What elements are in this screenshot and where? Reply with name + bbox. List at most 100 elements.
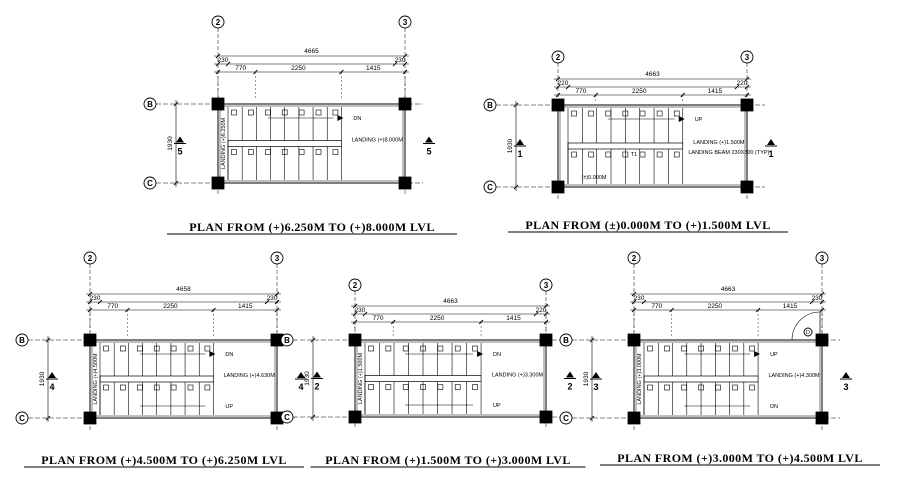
sub-dimension-left: 230 bbox=[355, 307, 366, 314]
baluster-upper bbox=[437, 345, 444, 352]
column bbox=[740, 180, 754, 194]
stair-enclosure bbox=[217, 103, 406, 184]
grid-label-left: B bbox=[147, 100, 153, 109]
baluster-lower bbox=[187, 384, 194, 391]
baluster-upper bbox=[622, 110, 629, 117]
height-dimension: 1930 bbox=[507, 138, 514, 153]
section-number: 5 bbox=[177, 147, 182, 157]
baluster-upper bbox=[639, 110, 646, 117]
column bbox=[211, 97, 225, 111]
dimension-tick bbox=[819, 291, 825, 297]
stair-enclosure-inner bbox=[635, 341, 821, 417]
direction-label-2: UP bbox=[493, 403, 501, 409]
section-arrow bbox=[425, 136, 433, 143]
overall-dimension: 4663 bbox=[645, 71, 660, 78]
dimension-tick bbox=[513, 184, 519, 190]
overall-dimension: 4663 bbox=[721, 286, 736, 293]
section-number: 5 bbox=[426, 147, 431, 157]
mid-landing-wall bbox=[567, 142, 684, 150]
span-dimension-3: 1415 bbox=[506, 315, 521, 322]
span-dimension-1: 770 bbox=[235, 65, 246, 72]
baluster-lower bbox=[281, 149, 288, 155]
landing-label-right: LANDING (+)8.000M bbox=[352, 138, 404, 144]
dimension-tick bbox=[310, 414, 316, 420]
landing-label-right: LANDING (+)1.500M bbox=[693, 140, 745, 146]
sub-dimension-left: 230 bbox=[634, 295, 645, 302]
grid-label-left: C bbox=[19, 414, 25, 423]
baluster-lower bbox=[315, 149, 322, 155]
baluster-lower bbox=[715, 384, 721, 391]
baluster-lower bbox=[673, 151, 680, 158]
baluster-lower bbox=[454, 384, 461, 390]
dimension-tick bbox=[809, 299, 815, 305]
section-arrow bbox=[842, 372, 850, 378]
plan-title: PLAN FROM (+)3.000M TO (+)4.500M LVL bbox=[617, 451, 863, 465]
direction-label-1: UP bbox=[770, 352, 778, 358]
sub-dimension-left: 220 bbox=[558, 80, 569, 87]
baluster-upper bbox=[402, 345, 409, 352]
mid-landing-wall bbox=[643, 375, 759, 383]
overall-dimension: 4665 bbox=[304, 48, 319, 55]
stair-enclosure bbox=[557, 104, 748, 188]
baluster-lower bbox=[231, 149, 237, 155]
section-number: 2 bbox=[567, 382, 572, 392]
grid-label-left: B bbox=[563, 336, 569, 345]
dimension-tick bbox=[565, 84, 571, 90]
baluster-lower bbox=[639, 151, 646, 158]
dimension-tick bbox=[589, 415, 595, 421]
column bbox=[740, 98, 754, 112]
baluster-upper bbox=[170, 345, 177, 352]
door-tag: D bbox=[806, 330, 810, 336]
stair-enclosure bbox=[354, 339, 547, 418]
dimension-tick bbox=[543, 311, 549, 317]
mid-landing-wall bbox=[99, 375, 214, 383]
mid-landing-wall bbox=[364, 375, 482, 382]
baluster-lower bbox=[420, 384, 426, 390]
grid-label-top: 3 bbox=[544, 281, 549, 290]
mid-landing-wall bbox=[227, 140, 342, 147]
baluster-lower bbox=[605, 151, 612, 158]
baluster-upper bbox=[681, 345, 687, 352]
grid-label-top: 2 bbox=[632, 254, 637, 263]
dimension-tick bbox=[513, 102, 519, 108]
column bbox=[627, 411, 641, 425]
section-number: 1 bbox=[517, 149, 522, 159]
baluster-lower bbox=[120, 384, 126, 391]
grid-label-top: 3 bbox=[275, 254, 280, 263]
stair-enclosure bbox=[89, 339, 278, 419]
grid-label-left: C bbox=[487, 183, 493, 192]
plan-title: PLAN FROM (+)6.250M TO (+)8.000M LVL bbox=[189, 220, 435, 234]
section-arrow bbox=[176, 136, 184, 143]
baluster-upper bbox=[698, 345, 704, 352]
baluster-upper bbox=[368, 345, 374, 352]
landing-label-right: LANDING (+)4.300M bbox=[768, 373, 820, 379]
baluster-upper bbox=[715, 345, 721, 352]
overall-dimension: 4658 bbox=[176, 286, 191, 293]
section-arrow bbox=[48, 372, 56, 378]
door-tag-bubble bbox=[803, 327, 813, 337]
dimension-tick bbox=[45, 337, 51, 343]
baluster-lower bbox=[647, 384, 653, 391]
section-number: 2 bbox=[314, 382, 319, 392]
baluster-lower bbox=[664, 384, 670, 391]
direction-label-1: UP bbox=[695, 117, 703, 123]
baluster-upper bbox=[673, 110, 680, 117]
section-arrow bbox=[516, 139, 524, 145]
baluster-upper bbox=[588, 110, 594, 117]
landing-beam-label: LANDING BEAM 230X300 (TYP) bbox=[688, 150, 769, 156]
baluster-upper bbox=[187, 345, 194, 352]
landing-label-left: LANDING (+)3.000M bbox=[637, 353, 643, 405]
height-dimension: 1930 bbox=[583, 371, 590, 386]
dimension-tick bbox=[555, 76, 561, 82]
column bbox=[348, 410, 362, 424]
baluster-upper bbox=[732, 345, 738, 352]
plan-title: PLAN FROM (+)4.500M TO (+)6.250M LVL bbox=[41, 453, 287, 467]
sub-dimension-right: 230 bbox=[267, 295, 278, 302]
door-swing-arc bbox=[791, 311, 821, 341]
section-arrow bbox=[566, 371, 574, 378]
dimension-tick bbox=[225, 61, 231, 67]
direction-label-1: DN bbox=[353, 116, 361, 122]
dimension-tick bbox=[310, 337, 316, 343]
section-number: 3 bbox=[593, 382, 598, 392]
